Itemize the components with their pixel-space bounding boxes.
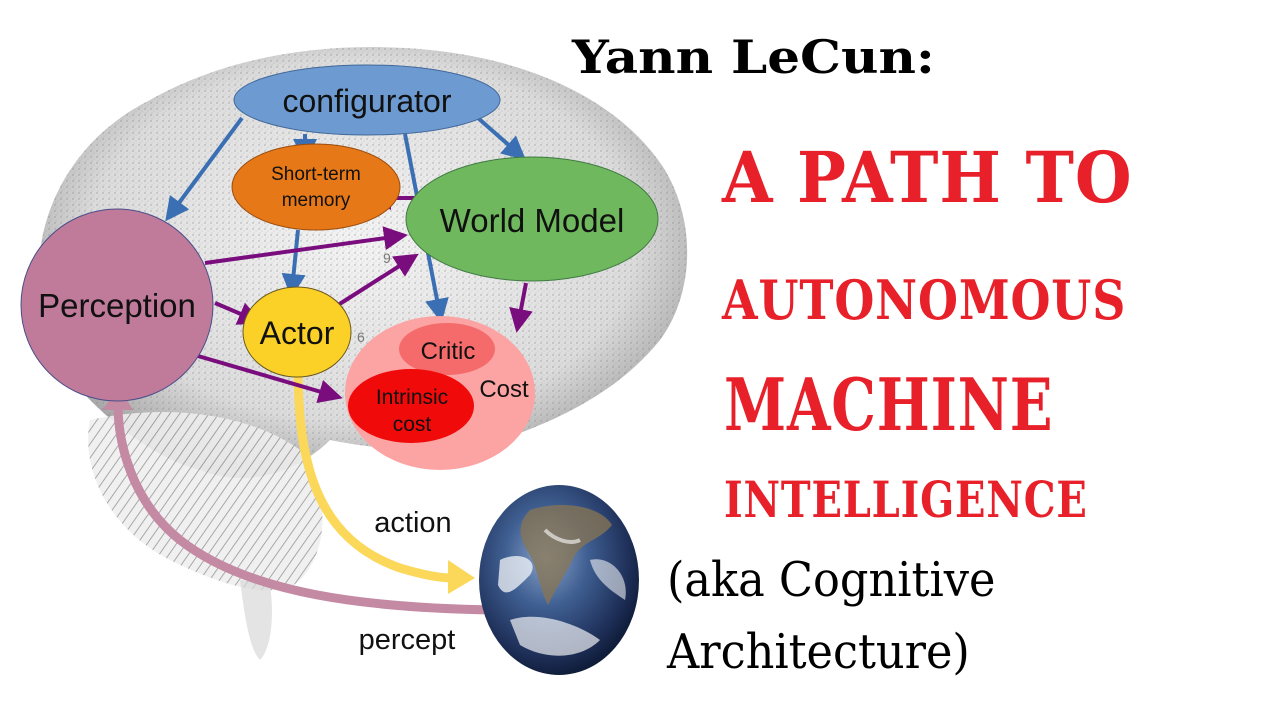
cost-node: Critic Cost Intrinsic cost — [345, 316, 535, 470]
action-label: action — [374, 507, 451, 539]
world-model-label: World Model — [440, 202, 625, 239]
short-term-memory-label-1: Short-term — [271, 164, 361, 185]
actor-node: Actor — [242, 286, 352, 378]
configurator-node: configurator — [233, 64, 501, 136]
headline-line-2: AUTONOMOUS — [722, 268, 1127, 332]
brain-mark-6: 6 — [357, 329, 365, 345]
earth-globe — [479, 485, 639, 675]
short-term-memory-label-2: memory — [282, 190, 351, 211]
critic-label: Critic — [421, 338, 476, 365]
cost-label: Cost — [479, 376, 529, 403]
action-arrow — [293, 367, 475, 594]
short-term-memory-node: Short-term memory — [231, 143, 401, 231]
configurator-label: configurator — [283, 83, 452, 119]
world-model-node: World Model — [405, 156, 659, 282]
subtitle-line-1: (aka Cognitive — [667, 552, 996, 608]
headline-line-1: A PATH TO — [722, 136, 1133, 219]
author-title: Yann LeCun: — [572, 30, 935, 84]
headline-line-3: MACHINE — [724, 362, 1054, 447]
actor-label: Actor — [260, 315, 335, 351]
intrinsic-cost-label-2: cost — [393, 413, 432, 436]
intrinsic-cost-label-1: Intrinsic — [376, 386, 448, 409]
perception-node: Perception — [20, 208, 214, 402]
perception-label: Perception — [38, 287, 196, 324]
percept-label: percept — [359, 624, 456, 656]
subtitle-line-2: Architecture) — [667, 624, 970, 680]
brain-mark-9: 9 — [383, 250, 391, 266]
headline-line-4: INTELLIGENCE — [724, 470, 1088, 529]
